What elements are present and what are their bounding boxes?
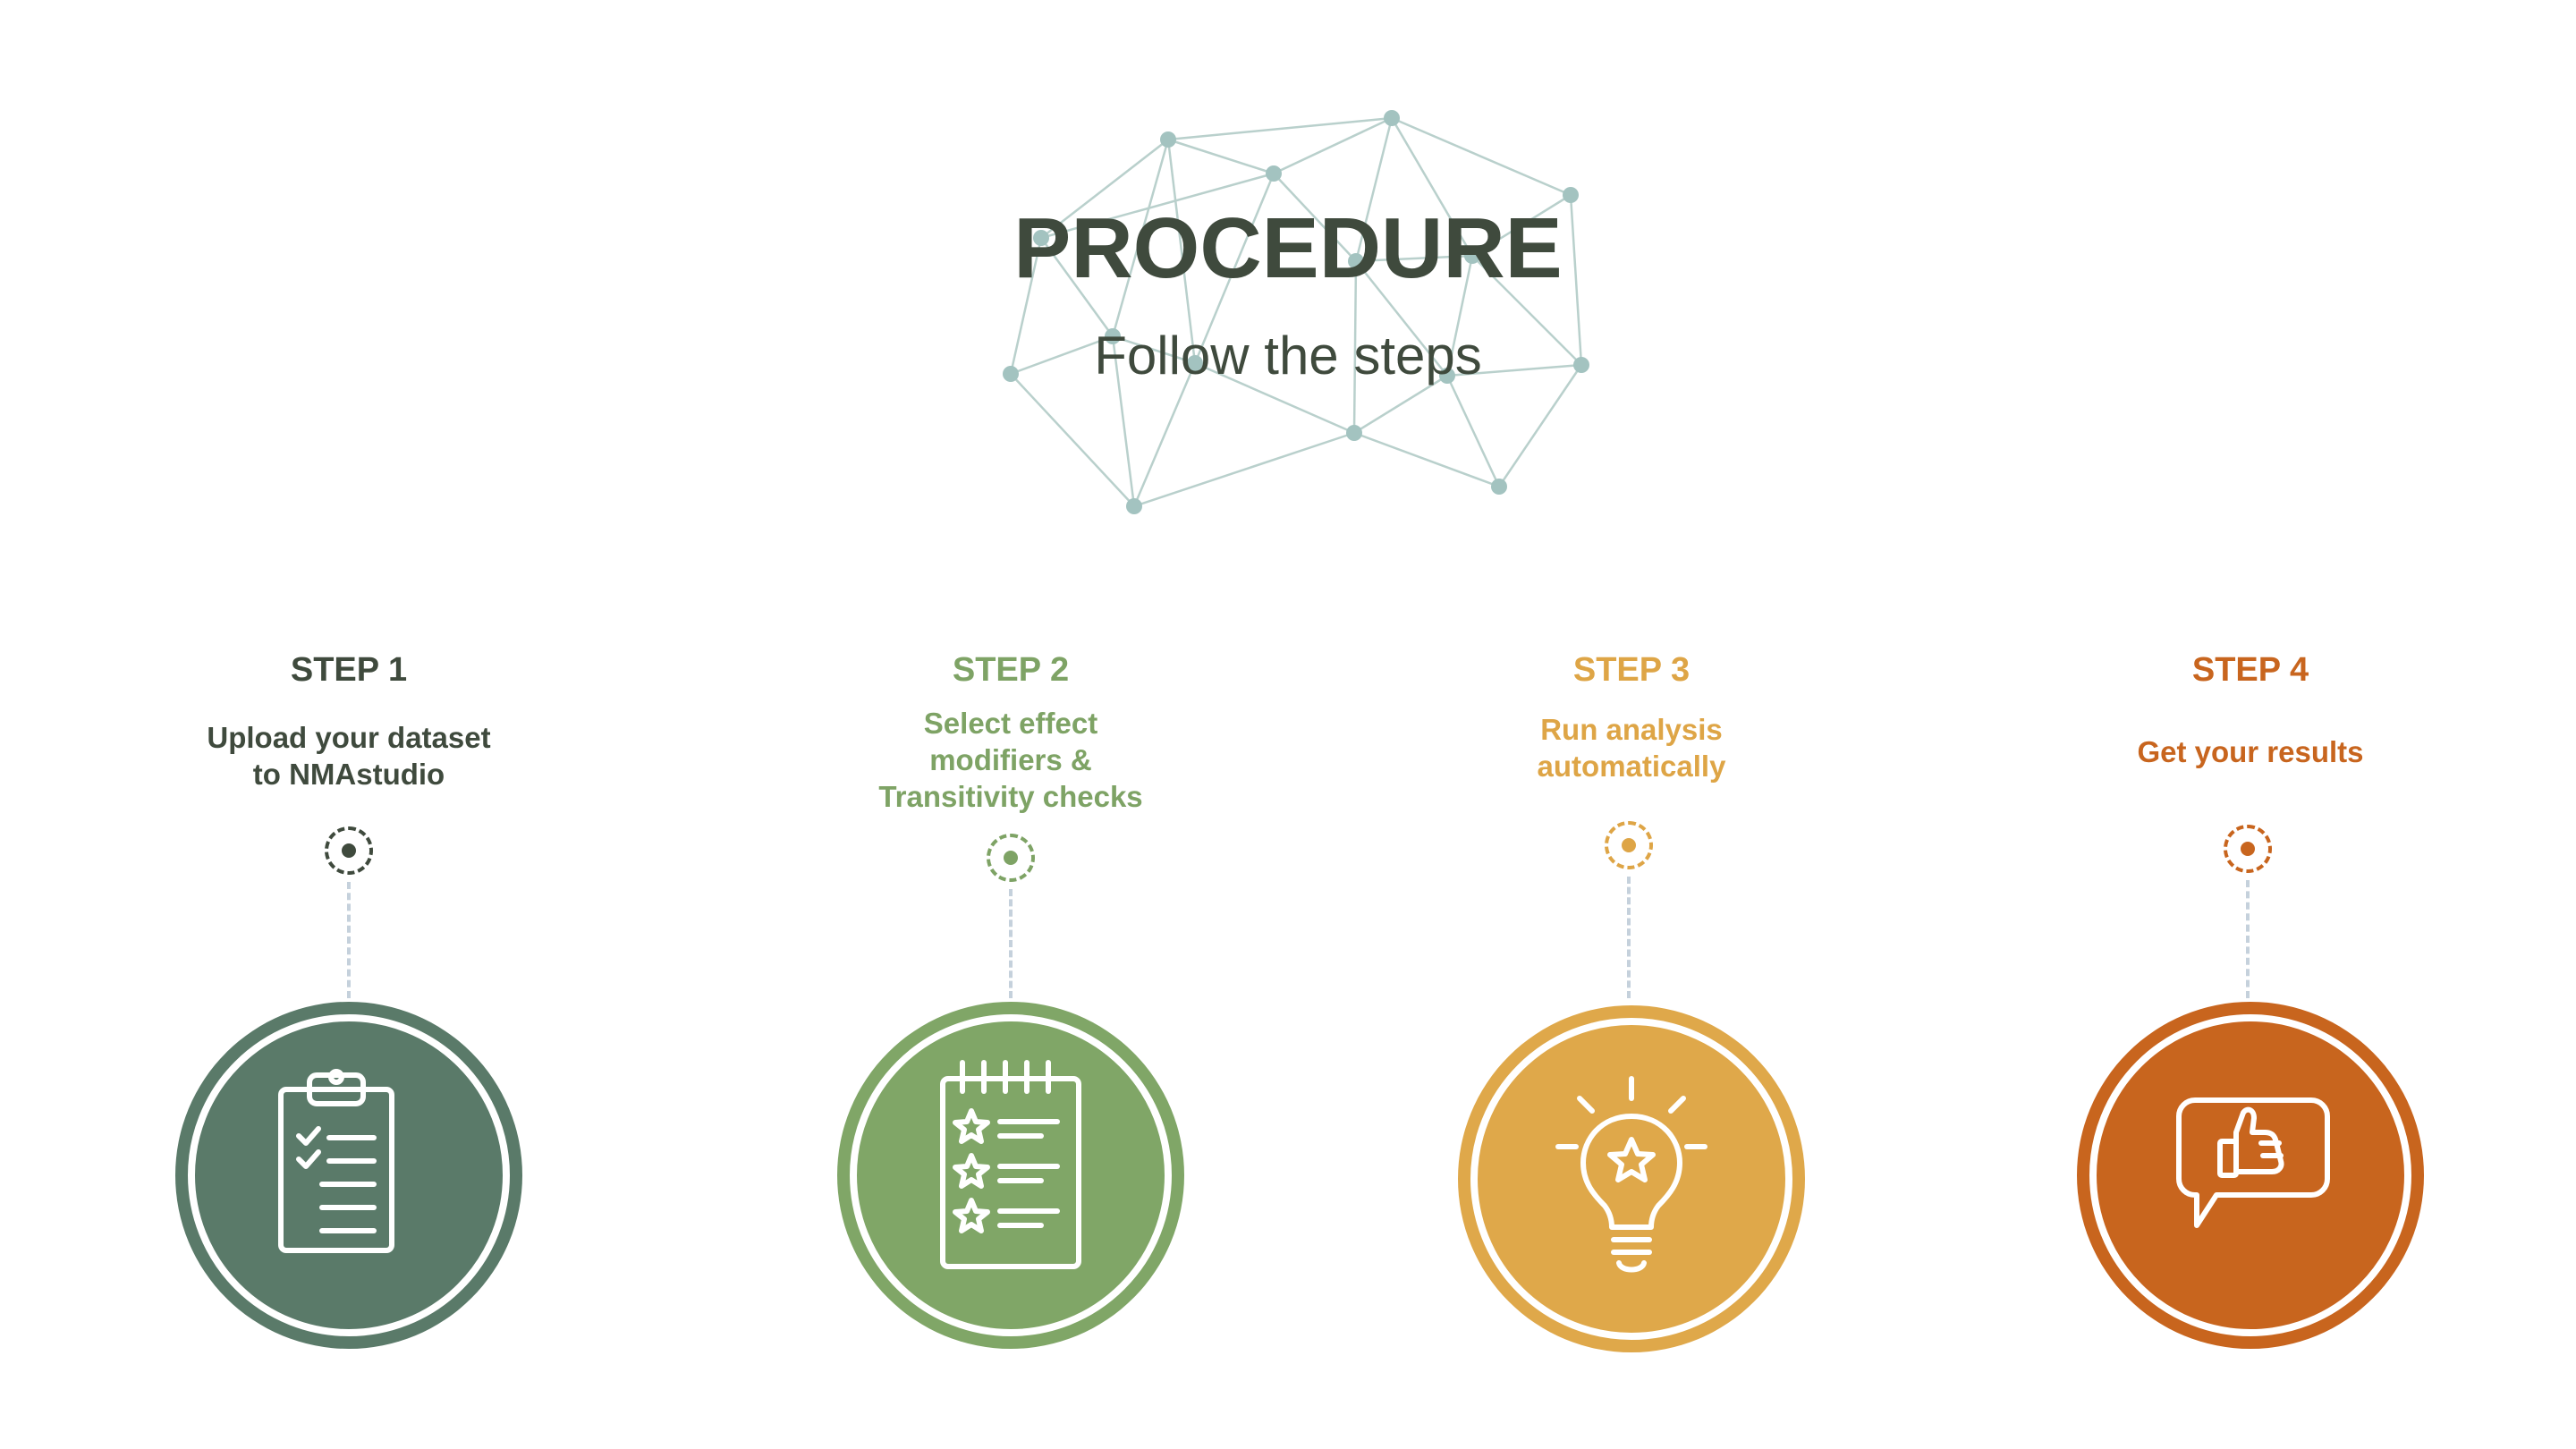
step-4-connector bbox=[2246, 880, 2250, 998]
step-2: STEP 2 Select effect modifiers & Transit… bbox=[724, 0, 1297, 1449]
step-2-label: STEP 2 bbox=[952, 651, 1070, 689]
page-subtitle: Follow the steps bbox=[1094, 326, 1482, 386]
step-3-target-icon bbox=[1605, 821, 1653, 869]
network-edges bbox=[1009, 116, 1583, 508]
step-1-description: Upload your dataset to NMAstudio bbox=[207, 721, 491, 791]
step-2-badge-ring bbox=[850, 1014, 1172, 1336]
thumbs-up-speech-bubble-icon bbox=[2176, 1097, 2330, 1228]
step-3-label: STEP 3 bbox=[1572, 651, 1690, 689]
star-checklist-notepad-icon bbox=[940, 1060, 1081, 1269]
step-1-badge bbox=[175, 1002, 522, 1349]
step-4-description: Get your results bbox=[2137, 735, 2364, 768]
step-3-description: Run analysis automatically bbox=[1537, 713, 1726, 783]
step-2-target-icon bbox=[987, 834, 1035, 882]
step-2-connector bbox=[1009, 889, 1013, 998]
step-4-target-icon bbox=[2224, 825, 2272, 873]
step-1-connector bbox=[347, 882, 351, 998]
lightbulb-star-icon bbox=[1555, 1076, 1707, 1273]
page-title: PROCEDURE bbox=[1013, 200, 1563, 296]
step-1-target-icon bbox=[325, 826, 373, 875]
step-4-badge-ring bbox=[2089, 1014, 2411, 1336]
network-nodes bbox=[1003, 110, 1589, 514]
step-4-badge bbox=[2077, 1002, 2424, 1349]
step-3-badge-ring bbox=[1470, 1018, 1792, 1340]
step-1-badge-ring bbox=[188, 1014, 510, 1336]
step-2-description: Select effect modifiers & Transitivity c… bbox=[878, 707, 1143, 813]
step-3: STEP 3 Run analysis automatically bbox=[1345, 0, 1918, 1449]
clipboard-checklist-icon bbox=[278, 1069, 394, 1253]
step-4-label: STEP 4 bbox=[2191, 651, 2309, 689]
step-3-badge bbox=[1458, 1005, 1805, 1352]
step-2-badge bbox=[837, 1002, 1184, 1349]
step-1-label: STEP 1 bbox=[290, 651, 408, 689]
step-4: STEP 4 Get your results bbox=[1964, 0, 2537, 1449]
step-3-connector bbox=[1627, 877, 1631, 998]
step-1: STEP 1 Upload your dataset to NMAstudio bbox=[63, 0, 635, 1449]
